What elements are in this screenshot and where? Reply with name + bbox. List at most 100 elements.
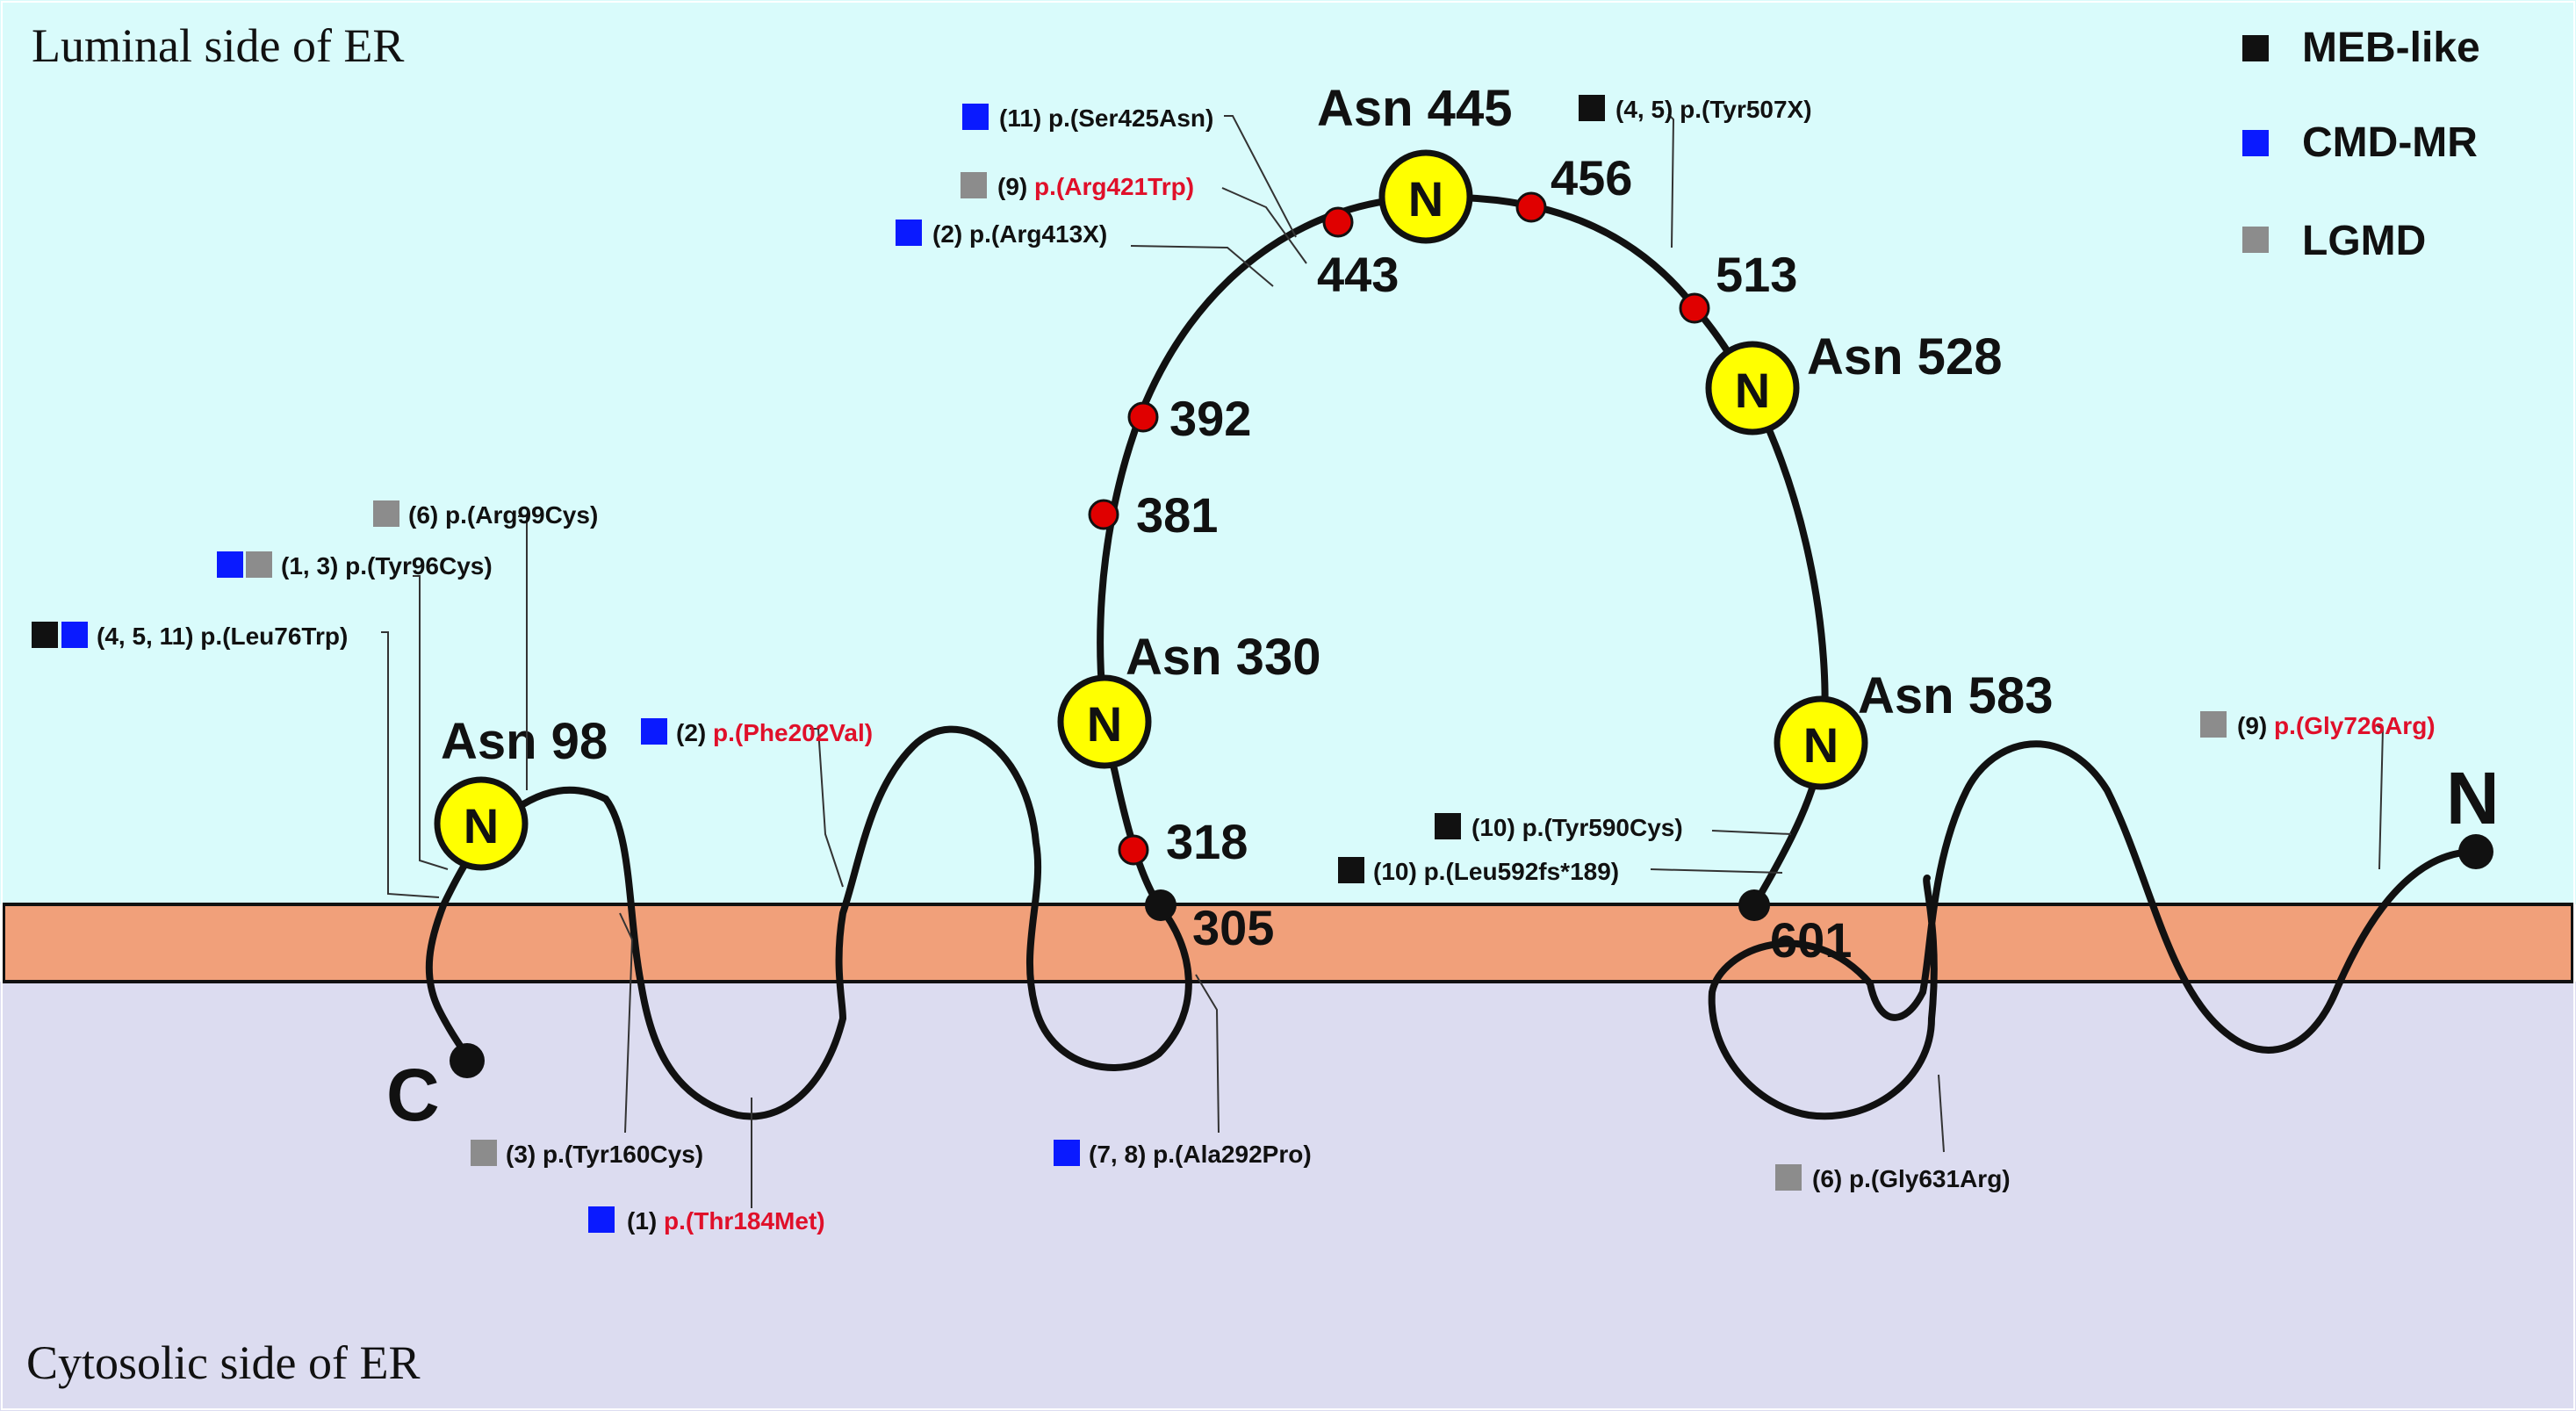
svg-text:(1) p.(Thr184Met): (1) p.(Thr184Met) bbox=[627, 1207, 825, 1235]
svg-text:(3) p.(Tyr160Cys): (3) p.(Tyr160Cys) bbox=[506, 1141, 703, 1168]
variant-ref: (2) bbox=[932, 220, 962, 248]
variant-name: p.(Tyr507X) bbox=[1680, 96, 1811, 123]
n-terminus-dot bbox=[2458, 834, 2493, 869]
residue-443-dot bbox=[1322, 206, 1354, 238]
luminal-region bbox=[0, 0, 2576, 904]
protein-backbone bbox=[425, 193, 2479, 1120]
svg-text:(4, 5, 11) p.(Leu76Trp): (4, 5, 11) p.(Leu76Trp) bbox=[97, 623, 348, 650]
n-terminus-label: N bbox=[2446, 757, 2500, 839]
variant-name: p.(Ser425Asn) bbox=[1048, 104, 1213, 132]
variant-ref: (1) bbox=[627, 1207, 657, 1235]
glyco-symbol: N bbox=[1087, 696, 1122, 752]
variant-swatch bbox=[641, 718, 667, 745]
variant-ref: (6) bbox=[1812, 1165, 1842, 1192]
residue-381-label: 381 bbox=[1136, 487, 1218, 543]
variant-ref: (9) bbox=[997, 173, 1027, 200]
svg-text:(10) p.(Leu592fs*189): (10) p.(Leu592fs*189) bbox=[1373, 858, 1619, 885]
variant-name: p.(Thr184Met) bbox=[664, 1207, 825, 1235]
variant-gly726arg: (9) p.(Gly726Arg) bbox=[2200, 711, 2436, 739]
residue-392-label: 392 bbox=[1169, 391, 1251, 446]
residue-456-dot bbox=[1515, 191, 1547, 223]
variant-arg413x: (2) p.(Arg413X) bbox=[896, 220, 1107, 248]
variant-swatch bbox=[1579, 95, 1605, 121]
variant-ref: (3) bbox=[506, 1141, 536, 1168]
variant-name: p.(Gly726Arg) bbox=[2274, 712, 2436, 739]
variant-name: p.(Arg99Cys) bbox=[445, 501, 598, 529]
variant-name: p.(Leu592fs*189) bbox=[1424, 858, 1620, 885]
svg-text:(11) p.(Ser425Asn): (11) p.(Ser425Asn) bbox=[999, 104, 1213, 132]
legend: MEB-like CMD-MR LGMD bbox=[2242, 25, 2480, 264]
residue-318-dot bbox=[1118, 834, 1149, 866]
variant-swatch bbox=[588, 1206, 615, 1233]
variant-swatch bbox=[61, 622, 88, 648]
variant-tyr96cys: (1, 3) p.(Tyr96Cys) bbox=[217, 551, 493, 580]
variant-ref: (1, 3) bbox=[281, 552, 338, 580]
glyco-site-445: N bbox=[1378, 149, 1473, 244]
svg-text:(9) p.(Arg421Trp): (9) p.(Arg421Trp) bbox=[997, 173, 1194, 200]
variant-swatch bbox=[2200, 711, 2227, 738]
glyco-symbol: N bbox=[1735, 363, 1770, 418]
variant-name: p.(Arg421Trp) bbox=[1034, 173, 1194, 200]
asn-528-label: Asn 528 bbox=[1807, 328, 2002, 385]
svg-text:(6) p.(Arg99Cys): (6) p.(Arg99Cys) bbox=[408, 501, 598, 529]
svg-text:(9) p.(Gly726Arg): (9) p.(Gly726Arg) bbox=[2237, 712, 2436, 739]
variant-name: p.(Ala292Pro) bbox=[1153, 1141, 1312, 1168]
residue-513-dot bbox=[1679, 292, 1710, 324]
variant-name: p.(Tyr160Cys) bbox=[543, 1141, 703, 1168]
residue-601-label: 601 bbox=[1770, 912, 1852, 968]
er-membrane bbox=[2, 903, 2574, 983]
svg-text:(2) p.(Phe202Val): (2) p.(Phe202Val) bbox=[676, 719, 873, 746]
glyco-site-528: N bbox=[1705, 341, 1800, 436]
legend-label-cmd: CMD-MR bbox=[2302, 119, 2478, 166]
variant-swatch bbox=[1338, 857, 1364, 883]
variant-swatch bbox=[217, 551, 243, 578]
variant-name: p.(Phe202Val) bbox=[713, 719, 873, 746]
svg-text:(4, 5) p.(Tyr507X): (4, 5) p.(Tyr507X) bbox=[1615, 96, 1812, 123]
asn-445-label: Asn 445 bbox=[1317, 80, 1512, 137]
glyco-symbol: N bbox=[464, 798, 499, 853]
svg-text:(2) p.(Arg413X): (2) p.(Arg413X) bbox=[932, 220, 1107, 248]
residue-392-dot bbox=[1127, 401, 1159, 433]
variant-ref: (6) bbox=[408, 501, 438, 529]
variant-ref: (10) bbox=[1471, 814, 1515, 841]
residue-381-dot bbox=[1088, 499, 1119, 530]
variant-ref: (4, 5) bbox=[1615, 96, 1673, 123]
variant-gly631arg: (6) p.(Gly631Arg) bbox=[1775, 1164, 2011, 1192]
legend-swatch-lgmd bbox=[2242, 227, 2269, 253]
variant-tyr507x: (4, 5) p.(Tyr507X) bbox=[1579, 95, 1812, 123]
variant-ser425asn: (11) p.(Ser425Asn) bbox=[962, 104, 1213, 132]
variant-ref: (10) bbox=[1373, 858, 1417, 885]
variant-leu76trp: (4, 5, 11) p.(Leu76Trp) bbox=[32, 622, 348, 650]
variant-swatch bbox=[961, 172, 987, 198]
variant-ref: (2) bbox=[676, 719, 706, 746]
residue-513-label: 513 bbox=[1716, 247, 1797, 302]
residue-318-label: 318 bbox=[1166, 814, 1248, 869]
residue-443-label: 443 bbox=[1317, 247, 1399, 302]
residue-456-label: 456 bbox=[1551, 150, 1632, 205]
legend-swatch-meb bbox=[2242, 35, 2269, 61]
variant-name: p.(Leu76Trp) bbox=[200, 623, 348, 650]
cytosolic-label: Cytosolic side of ER bbox=[26, 1336, 420, 1389]
variant-thr184met: (1) p.(Thr184Met) bbox=[588, 1206, 825, 1235]
variant-tyr590cys: (10) p.(Tyr590Cys) bbox=[1435, 813, 1683, 841]
variant-ref: (4, 5, 11) bbox=[97, 623, 194, 650]
variant-name: p.(Tyr96Cys) bbox=[345, 552, 493, 580]
variant-swatch bbox=[1775, 1164, 1802, 1191]
variant-swatch bbox=[1054, 1140, 1080, 1166]
variant-swatch bbox=[246, 551, 272, 578]
variant-phe202val: (2) p.(Phe202Val) bbox=[641, 718, 873, 746]
asn-330-label: Asn 330 bbox=[1126, 629, 1320, 686]
svg-text:(10) p.(Tyr590Cys): (10) p.(Tyr590Cys) bbox=[1471, 814, 1683, 841]
variant-swatch bbox=[471, 1140, 497, 1166]
variant-swatch bbox=[32, 622, 58, 648]
variant-ref: (9) bbox=[2237, 712, 2267, 739]
luminal-label: Luminal side of ER bbox=[32, 19, 404, 72]
variant-name: p.(Tyr590Cys) bbox=[1522, 814, 1683, 841]
legend-label-lgmd: LGMD bbox=[2302, 218, 2426, 264]
legend-swatch-cmd bbox=[2242, 130, 2269, 156]
glyco-site-583: N bbox=[1774, 695, 1868, 790]
variant-swatch bbox=[373, 500, 399, 527]
residue-305-label: 305 bbox=[1192, 900, 1274, 955]
variant-tyr160cys: (3) p.(Tyr160Cys) bbox=[471, 1140, 703, 1168]
